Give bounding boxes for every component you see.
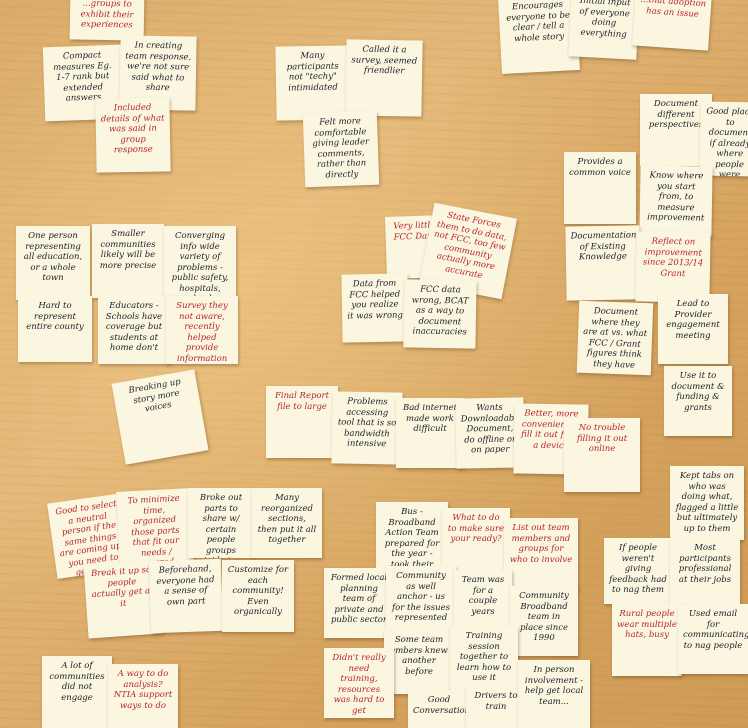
sticky-note: Bus - Broadband Action Team prepared for…	[376, 502, 448, 570]
sticky-note: Didn't really need training, resources w…	[324, 648, 394, 718]
sticky-note: Data from FCC helped you realize it was …	[341, 273, 409, 343]
sticky-note: Smaller communities likely will be more …	[92, 224, 164, 298]
sticky-note: What to do to make sure your ready?	[442, 508, 510, 574]
sticky-note: List out team members and groups for who…	[504, 518, 578, 590]
sticky-note: FCC data wrong, BCAT as a way to documen…	[403, 279, 477, 349]
sticky-note: ...that adoption has an issue	[632, 0, 712, 51]
sticky-note: Use it to document & funding & grants	[664, 366, 732, 436]
sticky-note: Formed local planning team of private an…	[324, 568, 394, 638]
sticky-note: A lot of communities did not engage	[42, 656, 112, 728]
sticky-note: Called it a survey, seemed friendlier	[345, 39, 423, 117]
sticky-note: Know where you start from, to measure im…	[639, 165, 713, 237]
sticky-note: Survey they not aware, recently helped p…	[166, 296, 238, 364]
sticky-note: Most participants professional at their …	[670, 538, 740, 608]
sticky-note: Team was for a couple years	[454, 570, 512, 628]
sticky-note: Broke out parts to share w/ certain peop…	[188, 488, 254, 558]
sticky-note: Felt more comfortable giving leader comm…	[302, 110, 380, 188]
sticky-note: Rural people wear multiple hats, busy	[612, 604, 682, 676]
sticky-note: Bad internet made work difficult	[396, 398, 464, 468]
sticky-note: To minimize time, organized those parts …	[116, 488, 194, 564]
sticky-note: Community as well anchor - us for the is…	[386, 566, 456, 636]
sticky-note: Encourages everyone to be clear / tell a…	[498, 0, 580, 74]
sticky-note: Kept tabs on who was doing what, flagged…	[670, 466, 744, 540]
sticky-note: Converging info wide variety of problems…	[164, 226, 236, 300]
sticky-note: Documentation of Existing Knowledge	[565, 225, 641, 301]
sticky-note: Reflect on improvement since 2013/14 Gra…	[635, 231, 711, 303]
sticky-note: Beforehand, everyone had a sense of own …	[148, 558, 224, 634]
sticky-note: Many reorganized sections, then put it a…	[252, 488, 322, 558]
sticky-note: Document where they are at vs. what FCC …	[576, 300, 654, 376]
sticky-note: Breaking up story more voices	[111, 369, 209, 465]
sticky-note: Initial input of everyone doing everythi…	[568, 0, 640, 60]
sticky-note: Included details of what was said in gro…	[95, 97, 171, 173]
sticky-note: A way to do analysis? NTIA support ways …	[108, 664, 178, 728]
sticky-note: Good Conversation	[408, 690, 470, 728]
sticky-note: Lead to Provider engagement meeting	[658, 294, 728, 364]
sticky-note: Drivers to train	[466, 686, 526, 728]
sticky-note: Good place to document if already where …	[699, 101, 748, 177]
sticky-note: No trouble filling it out online	[564, 418, 640, 492]
sticky-note: Used email for communicating to nag peop…	[678, 604, 748, 674]
sticky-note: Final Report file to large	[266, 386, 338, 458]
sticky-note: If people weren't giving feedback had to…	[604, 538, 672, 604]
sticky-note: Problems accessing tool that is so bandw…	[331, 391, 403, 465]
sticky-note: Provides a common voice	[564, 152, 636, 224]
sticky-note: Training session together to learn how t…	[450, 626, 518, 692]
sticky-note: Community Broadband team in place since …	[510, 586, 578, 656]
sticky-note: One person representing all education, o…	[16, 226, 90, 300]
sticky-note: Educators - Schools have coverage but st…	[98, 296, 170, 364]
sticky-note: Many participants not "techy" intimidate…	[275, 45, 351, 121]
sticky-note: In person involvement - help get local t…	[518, 660, 590, 728]
sticky-note: Some team embers knew another before	[384, 630, 454, 694]
sticky-note: ...groups to exhibit their experiences	[69, 0, 145, 41]
sticky-note: Customize for each community! Even organ…	[222, 560, 294, 632]
sticky-note: Hard to represent entire county	[18, 296, 92, 362]
